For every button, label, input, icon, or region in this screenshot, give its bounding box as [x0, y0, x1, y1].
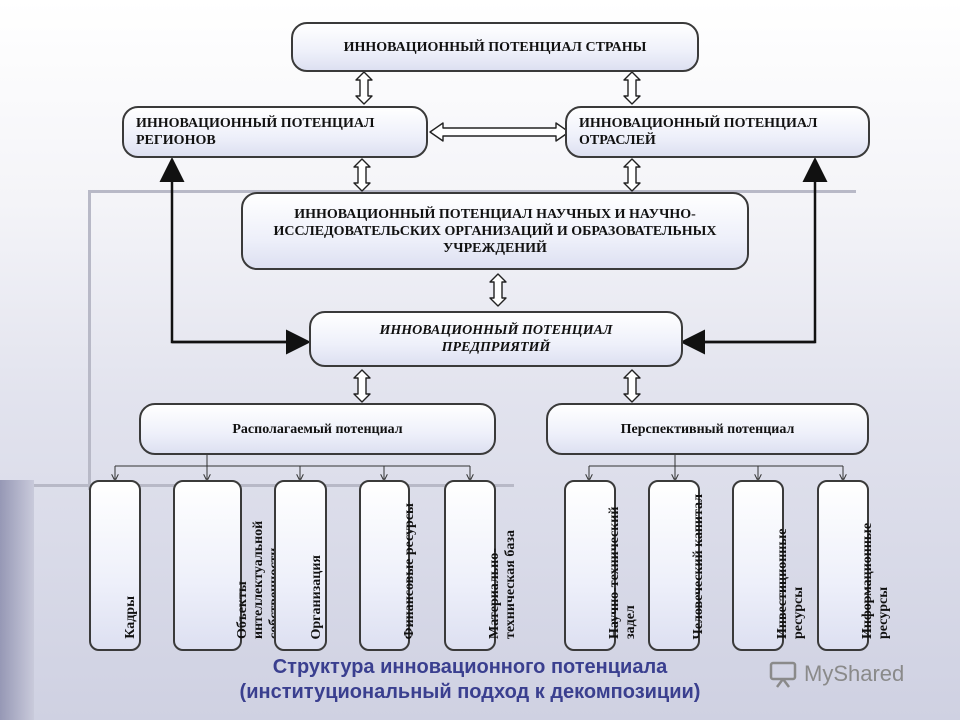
node-available-label: Располагаемый потенциал [232, 421, 403, 437]
resource-material-base-label: Материально-техническая база [487, 530, 518, 639]
node-prospective: Перспективный потенциал [546, 403, 869, 455]
resource-organization: Организация [274, 480, 327, 651]
tree-prospective [589, 455, 843, 479]
double-arrow-enterprises-available [353, 369, 371, 403]
resource-scientific-reserve-label: Научно-технический задел [607, 506, 638, 639]
double-arrow-country-regions [355, 71, 373, 105]
resource-information-label: Информационные ресурсы [860, 522, 891, 639]
resource-investment-label: Инвестиционные ресурсы [775, 528, 806, 639]
node-science: ИННОВАЦИОННЫЙ ПОТЕНЦИАЛ НАУЧНЫХ И НАУЧНО… [241, 192, 749, 270]
background-stripe-left [88, 190, 91, 490]
node-industries: ИННОВАЦИОННЫЙ ПОТЕНЦИАЛ ОТРАСЛЕЙ [565, 106, 870, 158]
double-arrow-regions-science [353, 158, 371, 192]
resource-financial-label: Финансовые ресурсы [401, 502, 417, 639]
node-science-label: ИННОВАЦИОННЫЙ ПОТЕНЦИАЛ НАУЧНЫХ И НАУЧНО… [273, 206, 717, 256]
resource-human-capital-label: Человеческий капитал [691, 493, 706, 639]
background-side-panel [0, 480, 34, 720]
double-arrow-enterprises-prospective [623, 369, 641, 403]
double-arrow-regions-industries [429, 122, 570, 142]
double-arrow-industries-science [623, 158, 641, 192]
node-regions-label: ИННОВАЦИОННЫЙ ПОТЕНЦИАЛ РЕГИОНОВ [136, 116, 375, 148]
resource-material-base: Материально-техническая база [444, 480, 518, 651]
resource-scientific-reserve: Научно-технический задел [564, 480, 638, 651]
resource-human-capital: Человеческий капитал [648, 480, 706, 651]
node-available: Располагаемый потенциал [139, 403, 496, 455]
node-industries-label: ИННОВАЦИОННЫЙ ПОТЕНЦИАЛ ОТРАСЛЕЙ [579, 116, 818, 148]
resource-personnel: Кадры [89, 480, 141, 651]
resource-financial: Финансовые ресурсы [359, 480, 417, 651]
resource-personnel-label: Кадры [123, 596, 138, 639]
node-enterprises-label: ИННОВАЦИОННЫЙ ПОТЕНЦИАЛ ПРЕДПРИЯТИЙ [379, 323, 613, 355]
node-regions: ИННОВАЦИОННЫЙ ПОТЕНЦИАЛ РЕГИОНОВ [122, 106, 428, 158]
node-enterprises: ИННОВАЦИОННЫЙ ПОТЕНЦИАЛ ПРЕДПРИЯТИЙ [309, 311, 683, 367]
background-stripe-top [88, 190, 856, 193]
presentation-board-icon [769, 661, 797, 688]
resource-intellectual-property: Объекты интеллектуальной собственности [173, 480, 282, 651]
double-arrow-science-enterprises [489, 273, 507, 307]
resource-information: Информационные ресурсы [817, 480, 891, 651]
watermark: MyShared [768, 656, 904, 692]
watermark-brand: MyShared [804, 661, 905, 686]
node-prospective-label: Перспективный потенциал [620, 421, 795, 437]
resource-investment: Инвестиционные ресурсы [732, 480, 806, 651]
caption-line-2: (институциональный подход к декомпозиции… [239, 681, 701, 703]
double-arrow-country-industries [623, 71, 641, 105]
node-country: ИННОВАЦИОННЫЙ ПОТЕНЦИАЛ СТРАНЫ [291, 22, 699, 72]
tree-available [115, 455, 470, 479]
caption-line-1: Структура инновационного потенциала [272, 656, 668, 678]
resource-organization-label: Организация [308, 554, 324, 640]
node-country-label: ИННОВАЦИОННЫЙ ПОТЕНЦИАЛ СТРАНЫ [343, 39, 647, 55]
diagram-caption: Структура инновационного потенциала (инс… [170, 655, 770, 705]
